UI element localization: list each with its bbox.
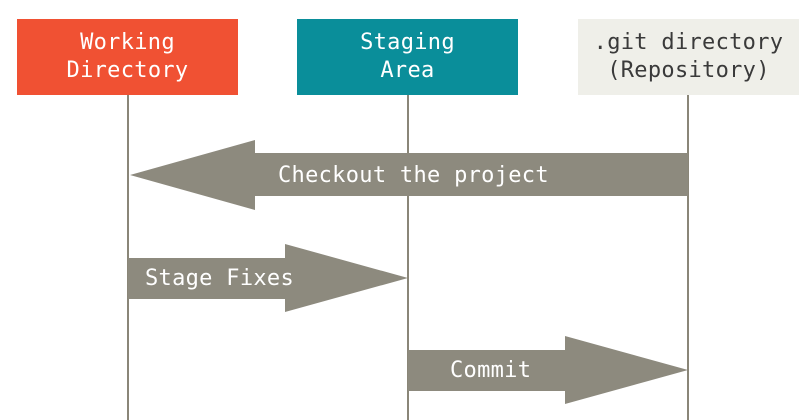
commit-arrow-shape: [408, 336, 688, 404]
checkout-arrow-shape: [130, 140, 688, 210]
repository-label: .git directory (Repository): [593, 30, 784, 83]
stage-fixes-arrow-label: Stage Fixes: [145, 266, 294, 291]
staging-area-label: Staging Area: [360, 30, 455, 83]
commit-arrow: Commit: [408, 336, 688, 404]
working-directory-node: Working Directory: [17, 19, 238, 95]
working-directory-label: Working Directory: [66, 30, 189, 83]
repository-node: .git directory (Repository): [578, 19, 799, 95]
checkout-arrow: Checkout the project: [130, 140, 688, 210]
checkout-arrow-label: Checkout the project: [278, 163, 549, 188]
commit-arrow-label: Commit: [450, 358, 531, 383]
staging-area-node: Staging Area: [297, 19, 518, 95]
stage-fixes-arrow: Stage Fixes: [128, 244, 408, 312]
stage-fixes-arrow-shape: [128, 244, 408, 312]
